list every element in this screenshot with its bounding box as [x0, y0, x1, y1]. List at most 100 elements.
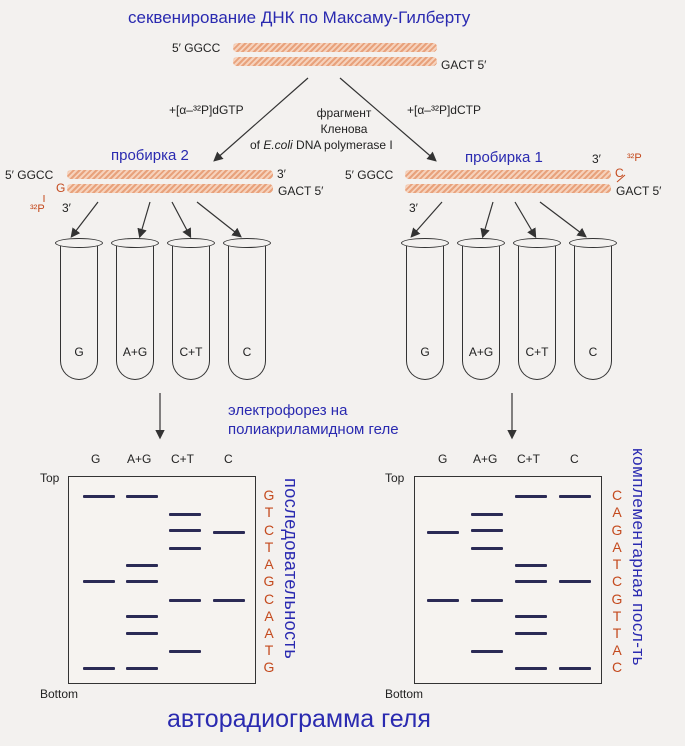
gel-left-col-g: G — [91, 452, 101, 466]
tube1-gact: GACT 5′ — [616, 184, 662, 198]
reagent-dctp: +[α–³²P]dCTP — [407, 103, 481, 117]
gel-band — [471, 513, 503, 516]
gel-band — [169, 529, 201, 532]
tube2-3prime-bottom: 3′ — [62, 201, 71, 215]
top-strand-lower — [233, 57, 437, 66]
sequence-letter: G — [263, 487, 275, 503]
tube2-gact: GACT 5′ — [278, 184, 324, 198]
gel-band — [471, 650, 503, 653]
right-vertical-label: комплементарная посл-ть — [629, 448, 648, 667]
gel-left-bottom: Bottom — [40, 687, 79, 701]
gel-band — [83, 667, 115, 670]
gel-band — [515, 632, 547, 635]
sequence-letter: A — [612, 539, 622, 555]
tube-right-c: C — [569, 238, 617, 380]
gel-right-col-ct: C+T — [517, 452, 541, 466]
sequence-letter: G — [611, 591, 623, 607]
tube-left-ct: C+T — [167, 238, 215, 380]
gel-band — [126, 615, 158, 618]
sequence-letter: G — [263, 573, 275, 589]
top-strand-gact: GACT 5′ — [441, 58, 487, 72]
sequence-letter: A — [264, 556, 274, 572]
gel-band — [169, 513, 201, 516]
tube-right-g: G — [401, 238, 449, 380]
left-vertical-label: последовательность — [281, 478, 301, 660]
klenow-line2: Кленова — [320, 122, 368, 136]
gel-band — [559, 495, 591, 498]
electrophoresis-line2: полиакриламидном геле — [228, 421, 399, 438]
electrophoresis-line1: электрофорез на — [228, 402, 348, 419]
sequence-letter: C — [611, 573, 623, 589]
gel-band — [126, 495, 158, 498]
tube2-strand-upper — [67, 170, 273, 179]
gel-band — [169, 599, 201, 602]
tube-label: G — [420, 345, 430, 359]
gel-band — [213, 599, 245, 602]
tube1-3prime-top: 3′ — [592, 152, 601, 166]
tube2-label: пробирка 2 — [111, 147, 189, 164]
gel-right — [414, 476, 602, 684]
klenow-line1: фрагмент — [316, 106, 372, 120]
tube-label: C — [588, 345, 598, 359]
gel-band — [126, 564, 158, 567]
klenow-line3: of E.coli DNA polymerase I — [250, 138, 393, 152]
sequence-letter: A — [612, 642, 622, 658]
sequence-letter: C — [263, 522, 275, 538]
tube2-p32: ³²P — [30, 203, 45, 215]
gel-band — [83, 495, 115, 498]
gel-left-col-ct: C+T — [171, 452, 195, 466]
gel-band — [515, 615, 547, 618]
top-strand-5prime: 5′ GGCC — [172, 41, 221, 55]
gel-right-col-g: G — [438, 452, 448, 466]
gel-right-top: Top — [385, 471, 405, 485]
tube-label: C+T — [525, 345, 549, 359]
top-strand-upper — [233, 43, 437, 52]
tube-left-c: C — [223, 238, 271, 380]
tube2-3prime-top: 3′ — [277, 167, 286, 181]
gel-left-col-c: C — [224, 452, 233, 466]
tube-left-g: G — [55, 238, 103, 380]
sequence-letter: T — [264, 539, 274, 555]
tube-label: A+G — [468, 345, 494, 359]
tube1-strand-lower — [405, 184, 611, 193]
sequence-letter: T — [264, 504, 274, 520]
gel-right-bottom: Bottom — [385, 687, 424, 701]
sequence-letter: T — [612, 556, 622, 572]
gel-left — [68, 476, 256, 684]
gel-left-top: Top — [40, 471, 60, 485]
gel-band — [427, 531, 459, 534]
gel-band — [126, 632, 158, 635]
sequence-letter: C — [611, 487, 623, 503]
sequence-letter: G — [611, 522, 623, 538]
sequence-letter: T — [612, 608, 622, 624]
tube2-g-label: G — [56, 181, 66, 195]
gel-band — [471, 599, 503, 602]
sequence-letter: A — [264, 625, 274, 641]
gel-band — [559, 580, 591, 583]
gel-band — [471, 529, 503, 532]
gel-right-col-c: C — [570, 452, 579, 466]
tube-label: G — [74, 345, 84, 359]
gel-band — [126, 580, 158, 583]
figure-title: секвенирование ДНК по Максаму-Гилберту — [128, 8, 471, 27]
tube-label: C+T — [179, 345, 203, 359]
sequence-letter: A — [264, 608, 274, 624]
gel-band — [515, 564, 547, 567]
tube2-5prime: 5′ GGCC — [5, 168, 54, 182]
sequence-letter: C — [611, 659, 623, 675]
gel-band — [515, 495, 547, 498]
footer-caption: авторадиограмма геля — [167, 705, 431, 733]
tube1-p32: ³²P — [627, 152, 642, 164]
gel-band — [559, 667, 591, 670]
sequence-letter: C — [263, 591, 275, 607]
tube1-c-label: C — [615, 166, 624, 180]
reagent-dgtp: +[α–³²P]dGTP — [169, 103, 244, 117]
tube-label: C — [242, 345, 252, 359]
tube2-strand-lower — [67, 184, 273, 193]
tube1-3prime-bottom: 3′ — [409, 201, 418, 215]
sequence-letter: T — [612, 625, 622, 641]
gel-band — [515, 667, 547, 670]
gel-right-col-ag: A+G — [473, 452, 498, 466]
tube-right-ag: A+G — [457, 238, 505, 380]
